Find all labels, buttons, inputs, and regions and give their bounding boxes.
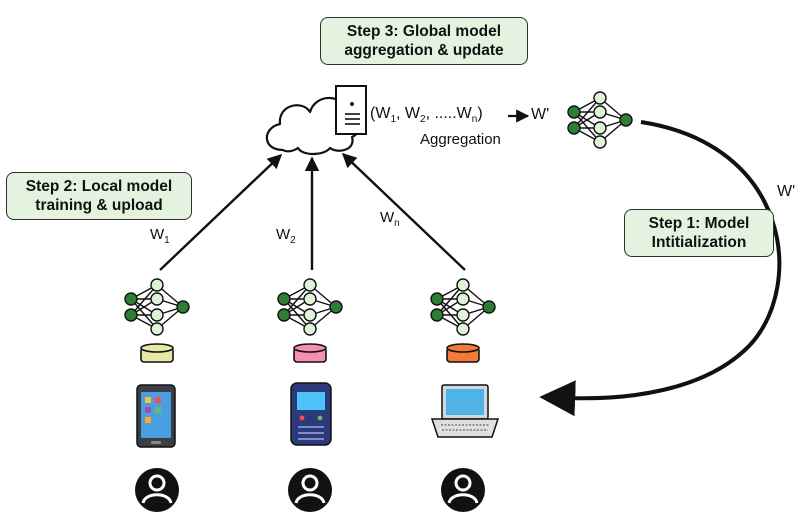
client-2-weight: W bbox=[276, 226, 291, 243]
input-node bbox=[567, 105, 581, 119]
step1-line2: Intitialization bbox=[651, 234, 747, 251]
step2-box: Step 2: Local model training & upload bbox=[6, 172, 192, 220]
step2-line1: Step 2: Local model bbox=[25, 178, 173, 195]
formula-close: ) bbox=[477, 105, 483, 122]
client-n-network-icon bbox=[430, 278, 496, 336]
step1-line1: Step 1: Model bbox=[648, 215, 750, 232]
upload-arrow-client-1 bbox=[159, 154, 283, 271]
client-1-weight: W bbox=[150, 226, 165, 243]
broadcast-arrow bbox=[539, 120, 782, 417]
client-2-network-icon bbox=[277, 278, 343, 336]
hidden-node bbox=[456, 292, 470, 306]
hidden-node bbox=[593, 135, 607, 149]
client-n-weight-sub: n bbox=[394, 218, 400, 229]
output-node bbox=[619, 113, 633, 127]
input-node bbox=[124, 308, 138, 322]
handheld-device-icon bbox=[290, 382, 332, 446]
output-node bbox=[176, 300, 190, 314]
global-model-network-icon bbox=[567, 91, 633, 149]
client-n-weight-label: Wn bbox=[380, 209, 400, 229]
input-node bbox=[430, 292, 444, 306]
aggregation-caption: Aggregation bbox=[420, 131, 501, 148]
hidden-node bbox=[303, 322, 317, 336]
step2-line2: training & upload bbox=[35, 197, 163, 214]
client-1-weight-label: W1 bbox=[150, 226, 170, 246]
upload-arrow-client-n bbox=[341, 153, 466, 271]
hidden-node bbox=[593, 105, 607, 119]
hidden-node bbox=[456, 308, 470, 322]
broadcast-weight-label: W' bbox=[777, 183, 796, 200]
step3-line1: Step 3: Global model bbox=[346, 23, 502, 40]
formula-sub-1: 1 bbox=[390, 114, 396, 125]
formula-open: (W bbox=[370, 105, 391, 122]
hidden-node bbox=[150, 278, 164, 292]
step1-box: Step 1: Model Intitialization bbox=[624, 209, 774, 257]
database-icon-3 bbox=[446, 343, 480, 363]
formula-sub-2: 2 bbox=[420, 114, 426, 125]
client-2-weight-label: W2 bbox=[276, 226, 296, 246]
input-node bbox=[430, 308, 444, 322]
client-n-weight: W bbox=[380, 209, 395, 226]
step3-box: Step 3: Global model aggregation & updat… bbox=[320, 17, 528, 65]
formula-mid-1: , W bbox=[396, 105, 420, 122]
input-node bbox=[124, 292, 138, 306]
hidden-node bbox=[593, 121, 607, 135]
formula-mid-2: , .....W bbox=[425, 105, 472, 122]
hidden-node bbox=[150, 308, 164, 322]
aggregated-weight-label: W' bbox=[531, 106, 550, 123]
client-1-network-icon bbox=[124, 278, 190, 336]
aggregation-formula: (W1, W2, .....Wn) bbox=[370, 105, 483, 125]
input-node bbox=[277, 308, 291, 322]
hidden-node bbox=[303, 292, 317, 306]
client-2-weight-sub: 2 bbox=[290, 235, 296, 246]
laptop-icon bbox=[430, 384, 500, 438]
hidden-node bbox=[303, 278, 317, 292]
input-node bbox=[567, 121, 581, 135]
client-1-weight-sub: 1 bbox=[164, 235, 170, 246]
hidden-node bbox=[303, 308, 317, 322]
user-icon-1 bbox=[135, 468, 179, 512]
hidden-node bbox=[456, 278, 470, 292]
database-icon-1 bbox=[140, 343, 174, 363]
input-node bbox=[277, 292, 291, 306]
hidden-node bbox=[593, 91, 607, 105]
output-node bbox=[329, 300, 343, 314]
database-icon-2 bbox=[293, 343, 327, 363]
output-node bbox=[482, 300, 496, 314]
user-icon-2 bbox=[288, 468, 332, 512]
formula-sub-n: n bbox=[471, 114, 478, 125]
hidden-node bbox=[150, 322, 164, 336]
smartphone-icon bbox=[136, 384, 176, 448]
hidden-node bbox=[456, 322, 470, 336]
hidden-node bbox=[150, 292, 164, 306]
step3-line2: aggregation & update bbox=[344, 42, 504, 59]
user-icon-3 bbox=[441, 468, 485, 512]
server-icon bbox=[335, 85, 367, 135]
